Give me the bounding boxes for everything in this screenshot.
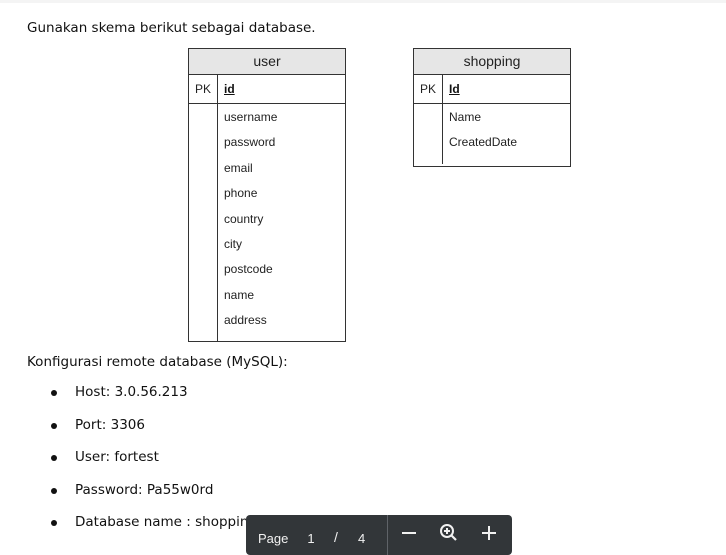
shopping-entity: shopping PK Id Name CreatedDate	[413, 48, 571, 167]
total-pages: 4	[358, 531, 366, 546]
zoom-fit-button[interactable]	[436, 521, 460, 545]
bullet-icon	[51, 422, 57, 429]
bullet-icon	[51, 487, 57, 494]
page-separator: /	[334, 529, 338, 545]
user-field: city	[224, 236, 242, 251]
user-field: postcode	[224, 262, 273, 277]
config-password: Password: Pa55w0rd	[75, 481, 214, 498]
intro-text: Gunakan skema berikut sebagai database.	[27, 20, 316, 36]
zoom-out-button[interactable]	[397, 521, 421, 545]
user-field: name	[224, 287, 255, 302]
user-entity: user PK id username password email phone…	[188, 48, 346, 342]
user-pk-label: PK	[189, 75, 218, 103]
shopping-entity-title: shopping	[414, 49, 570, 75]
toolbar-divider	[387, 515, 388, 555]
user-fields: username password email phone country ci…	[189, 104, 345, 341]
zoom-fit-icon	[440, 524, 457, 541]
bullet-icon	[51, 520, 57, 526]
plus-icon	[482, 526, 496, 540]
user-field: country	[224, 211, 264, 226]
shopping-field: CreatedDate	[449, 135, 518, 150]
user-field: phone	[224, 186, 258, 201]
config-port: Port: 3306	[75, 416, 145, 433]
user-entity-title: user	[189, 49, 345, 75]
shopping-fields: Name CreatedDate	[414, 104, 570, 166]
current-page-input[interactable]: 1	[307, 531, 315, 546]
shopping-divider	[442, 104, 443, 164]
shopping-field: Name	[449, 110, 482, 124]
config-database-name: Database name : shoppingdb	[75, 514, 275, 530]
user-field: address	[224, 313, 267, 328]
user-field: email	[224, 160, 253, 175]
config-user: User: fortest	[75, 449, 159, 465]
zoom-in-button[interactable]	[477, 521, 501, 545]
bullet-icon	[51, 390, 57, 396]
shopping-pk-label: PK	[414, 75, 443, 103]
user-field: password	[224, 135, 276, 150]
bullet-icon	[51, 455, 57, 461]
user-field: username	[224, 110, 278, 124]
config-heading: Konfigurasi remote database (MySQL):	[27, 354, 288, 370]
config-host: Host: 3.0.56.213	[75, 384, 188, 400]
minus-icon	[402, 532, 416, 534]
user-pk-field: id	[224, 82, 235, 96]
user-pk-row: PK id	[189, 75, 345, 104]
user-divider	[217, 104, 218, 341]
top-strip	[0, 0, 726, 3]
shopping-pk-field: Id	[449, 82, 460, 96]
page-label: Page	[258, 531, 289, 546]
shopping-pk-row: PK Id	[414, 75, 570, 104]
pdf-toolbar: Page 1 / 4	[246, 515, 512, 555]
